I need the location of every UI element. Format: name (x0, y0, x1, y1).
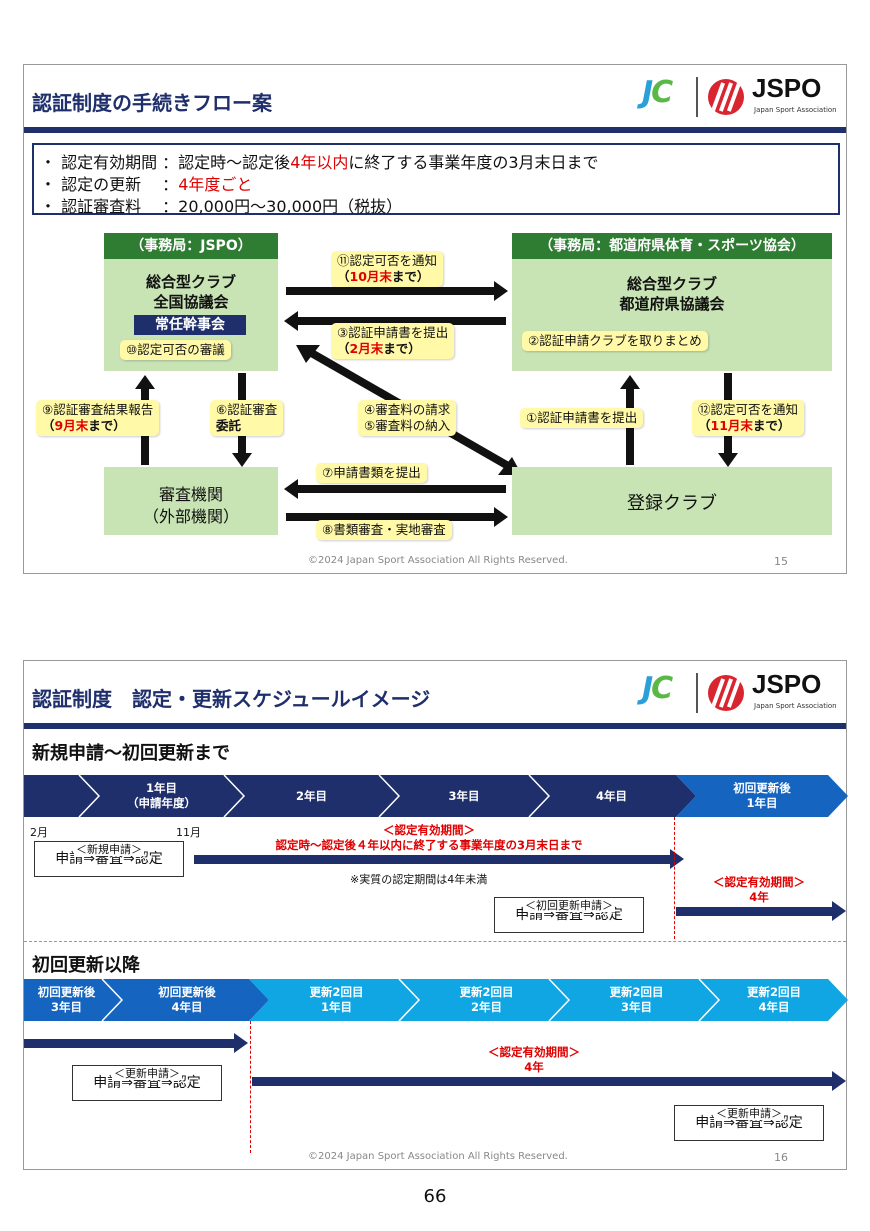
left-office-header: （事務局：JSPO） (104, 233, 278, 259)
year-4: 4年目 (595, 788, 627, 803)
year-2: 2年目 (295, 788, 327, 803)
note-7: ⑦申請書類を提出 (316, 463, 427, 483)
note-9: ⑨認証審査結果報告 （9月末まで） (36, 400, 160, 436)
validity-arrow-4 (252, 1071, 846, 1091)
jc-logo-icon: JC (642, 75, 673, 110)
info-box: ・ 認定有効期間 ：認定時～認定後4年以内に終了する事業年度の3月末日まで ・ … (32, 143, 840, 216)
timeline-row-2 (24, 979, 848, 1021)
logo-divider (696, 77, 698, 117)
note-3: ③認証申請書を提出 （2月末まで） (331, 323, 455, 359)
slide-16: 認証制度 認定・更新スケジュールイメージ JC JSPO Japan Sport… (23, 660, 848, 1170)
slide-15: 認証制度の手続きフロー案 JC JSPO Japan Sport Associa… (23, 64, 847, 574)
validity-title-1: ＜認定有効期間＞ (383, 823, 475, 837)
arrow-submit-docs-left (284, 479, 506, 499)
validity-title-2: ＜認定有効期間＞ (713, 875, 805, 889)
section-after-first-renewal: 初回更新以降 (32, 955, 140, 976)
jspo-logo-text: JSPO (752, 73, 822, 103)
slide-title: 認証制度 認定・更新スケジュールイメージ (32, 687, 431, 711)
renewal-box-1: ＜更新申請＞ 申請⇒審査⇒認定 (72, 1065, 222, 1101)
prefectural-council-box: 総合型クラブ 都道府県協議会 (512, 259, 832, 371)
exam-agency-box: 審査機関 （外部機関） (104, 467, 278, 535)
validity-arrow-3 (24, 1033, 248, 1053)
standing-committee-label: 常任幹事会 (134, 315, 246, 335)
validity-arrow-2 (676, 901, 846, 921)
note-11: ⑪認定可否を通知 （10月末まで） (331, 251, 444, 287)
registered-club-box: 登録クラブ (512, 467, 832, 535)
info-line-fee: ・ 認証審査料 ：20,000円～30,000円（税抜） (40, 197, 403, 216)
copyright: ©2024 Japan Sport Association All Rights… (308, 555, 568, 566)
renewal-box-2: ＜更新申請＞ 申請⇒審査⇒認定 (674, 1105, 824, 1141)
section-divider (24, 941, 846, 942)
jspo-logo-subtitle: Japan Sport Association (754, 702, 837, 710)
validity-years-2: 4年 (749, 890, 769, 904)
title-underline (24, 723, 846, 729)
year-3: 3年目 (448, 788, 480, 803)
jspo-logo-icon (708, 79, 744, 115)
arrow-submit-left (284, 311, 506, 331)
info-line-validity: ・ 認定有効期間 ：認定時～認定後4年以内に終了する事業年度の3月末日まで (40, 153, 599, 172)
note-6: ⑥認証審査 委託 (210, 400, 284, 436)
timeline-row-1 (24, 775, 848, 817)
note-12: ⑫認定可否を通知 （11月末まで） (692, 400, 805, 436)
logo-divider (696, 673, 698, 713)
title-underline (24, 127, 846, 133)
validity-desc-1: 認定時～認定後４年以内に終了する事業年度の3月末日まで (275, 838, 583, 852)
jspo-logo-subtitle: Japan Sport Association (754, 106, 837, 114)
month-feb: 2月 (30, 826, 48, 839)
first-renewal-box: ＜初回更新申請＞ 申請⇒審査⇒認定 (494, 897, 644, 933)
right-office-header: （事務局：都道府県体育・スポーツ協会） (512, 233, 832, 259)
new-application-box: ＜新規申請＞ 申請⇒審査⇒認定 (34, 841, 184, 877)
page-number: 66 (423, 1186, 447, 1207)
jc-logo-icon: JC (642, 671, 673, 706)
note-2: ②認証申請クラブを取りまとめ (522, 331, 708, 351)
validity-years-3: 4年 (524, 1060, 544, 1074)
note-10: ⑩認定可否の審議 (120, 340, 231, 360)
info-line-renewal: ・ 認定の更新 ：4年度ごと (40, 175, 253, 194)
slide-number: 15 (774, 555, 788, 568)
validity-title-3: ＜認定有効期間＞ (488, 1045, 580, 1059)
renewal-boundary-1 (674, 817, 675, 939)
note-8: ⑧書類審査・実地審査 (316, 520, 452, 540)
renewal-boundary-2 (250, 1021, 251, 1153)
jspo-logo-text: JSPO (752, 669, 822, 699)
validity-arrow-1 (194, 849, 684, 869)
arrow-review-right (286, 507, 508, 527)
note-4-5: ④審査料の請求 ⑤審査料の納入 (358, 400, 457, 436)
arrow-notify-right (286, 281, 508, 301)
slide-number: 16 (774, 1151, 788, 1164)
year-1: 1年目（申請年度） (127, 781, 196, 810)
jspo-logo-icon (708, 675, 744, 711)
note-1: ①認証申請書を提出 (520, 408, 644, 428)
copyright: ©2024 Japan Sport Association All Rights… (308, 1151, 568, 1162)
slide-title: 認証制度の手続きフロー案 (32, 91, 272, 115)
month-nov: 11月 (176, 826, 201, 839)
actual-period-note: ※実質の認定期間は4年未満 (350, 873, 488, 886)
section-new-application: 新規申請～初回更新まで (32, 743, 230, 764)
